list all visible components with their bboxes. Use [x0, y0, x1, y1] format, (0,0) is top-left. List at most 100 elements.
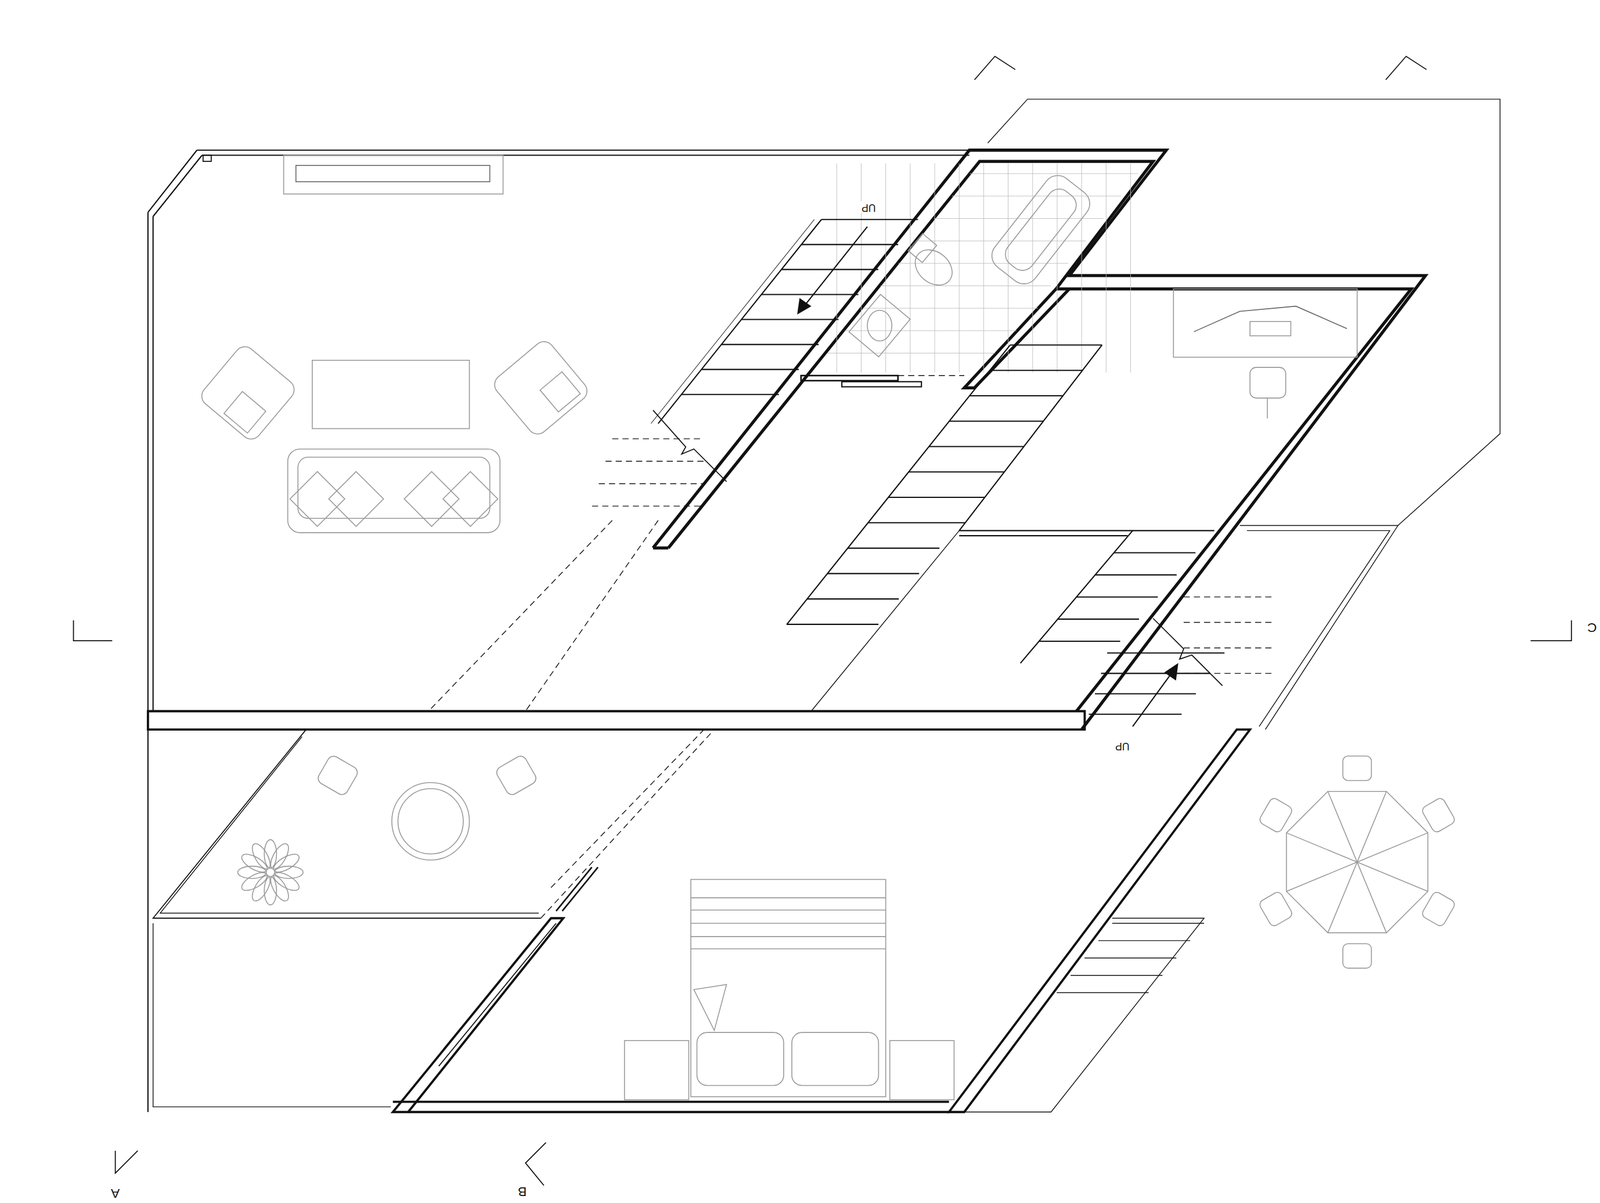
- plan-line: [592, 505, 705, 507]
- plan-line: [1183, 596, 1276, 598]
- plan-line: [801, 375, 899, 381]
- plan-line: [928, 445, 1024, 448]
- plan-line: [1152, 618, 1223, 687]
- plan-line: [73, 620, 113, 641]
- plan-line: [428, 520, 612, 712]
- plan-line: [1032, 163, 1033, 373]
- plan-line: [653, 150, 1426, 730]
- plan-line: [650, 219, 814, 424]
- plan-line: [761, 293, 859, 295]
- plan-line: [1056, 992, 1149, 994]
- plan-line: [556, 867, 593, 912]
- plan-line: [821, 218, 918, 221]
- plan-line: [271, 851, 302, 877]
- plan-line: [1266, 398, 1268, 419]
- plan-line: [860, 163, 862, 373]
- plan-line: [974, 56, 1016, 80]
- plan-line: [442, 471, 498, 527]
- plan-line: [1249, 321, 1291, 337]
- plan-line: [1107, 652, 1225, 654]
- plan-line: [952, 195, 1122, 197]
- plan-line: [1327, 791, 1357, 863]
- plan-line: [494, 754, 539, 798]
- plan-line: [862, 308, 1038, 309]
- plan-line: [841, 382, 922, 388]
- plan-line: [690, 948, 886, 950]
- plan-line: [393, 1101, 950, 1104]
- plan-line: [1385, 56, 1427, 80]
- plan-line: [690, 879, 886, 1097]
- plan-line: [153, 923, 392, 1108]
- plan-line: [653, 410, 727, 482]
- plan-line: [1357, 833, 1429, 863]
- plan-line: [690, 897, 886, 899]
- plan-line: [1357, 862, 1387, 934]
- plan-line: [964, 918, 1205, 1113]
- plan-line: [701, 369, 799, 371]
- plan-line: [1094, 693, 1196, 695]
- plan-line: [681, 394, 780, 396]
- plan-line: [1342, 943, 1372, 969]
- plan-line: [1076, 596, 1159, 598]
- plan-line: [238, 840, 304, 906]
- plan-line: [592, 219, 1276, 727]
- plan-line: [1286, 862, 1358, 892]
- plan-line: [827, 163, 1139, 373]
- plan-line: [867, 522, 965, 524]
- plan-line: [203, 155, 212, 162]
- plan-line: [1070, 975, 1163, 976]
- plan-line: [690, 909, 886, 911]
- plan-line: [690, 923, 886, 925]
- plan-line: [1286, 791, 1429, 934]
- plan-line: [598, 483, 704, 485]
- plan-line: [393, 918, 564, 1113]
- plan-line: [880, 285, 1051, 287]
- plan-line: [959, 535, 1128, 537]
- plan-line: [668, 161, 1412, 712]
- plan-line: [690, 936, 886, 938]
- plan-line: [949, 420, 1044, 423]
- plan-line: [224, 391, 266, 434]
- plan-line: [847, 548, 940, 550]
- plan-line: [806, 598, 899, 600]
- plan-line: [827, 573, 920, 575]
- plan-line: [907, 233, 937, 263]
- plan-line: [741, 318, 839, 320]
- plan-line: [1130, 163, 1131, 373]
- plan-line: [239, 869, 270, 895]
- plan-line: [1258, 797, 1294, 835]
- plan-line: [408, 1111, 950, 1114]
- plan-line: [934, 218, 1104, 219]
- plan-line: [428, 375, 965, 919]
- plan-line: [983, 163, 985, 373]
- plan-line: [315, 754, 360, 798]
- plan-line: [612, 438, 705, 439]
- plan-line: [811, 530, 960, 712]
- plan-line: [296, 165, 490, 182]
- section-marker: C: [1586, 620, 1599, 636]
- plan-line: [959, 530, 1133, 532]
- plan-line: [267, 873, 293, 904]
- plan-line: [160, 736, 539, 914]
- plan-line: [867, 310, 892, 342]
- plan-line: [1183, 622, 1276, 623]
- plan-line: [804, 226, 868, 307]
- plan-line: [283, 155, 504, 195]
- plan-line: [539, 372, 580, 413]
- plan-line: [153, 729, 542, 919]
- plan-line: [1193, 306, 1347, 333]
- plan-line: [1530, 620, 1571, 641]
- plan-line: [397, 788, 463, 854]
- plan-line: [970, 173, 1139, 175]
- plan-line: [898, 375, 965, 376]
- plan-line: [889, 1040, 955, 1101]
- plan-line: [550, 729, 705, 888]
- plan-line: [908, 471, 1005, 473]
- plan-line: [287, 449, 501, 533]
- plan-line: [1101, 672, 1211, 675]
- plan-line: [989, 369, 1083, 371]
- plan-line: [297, 457, 490, 519]
- plan-line: [844, 330, 1016, 331]
- plan-line: [1105, 163, 1107, 373]
